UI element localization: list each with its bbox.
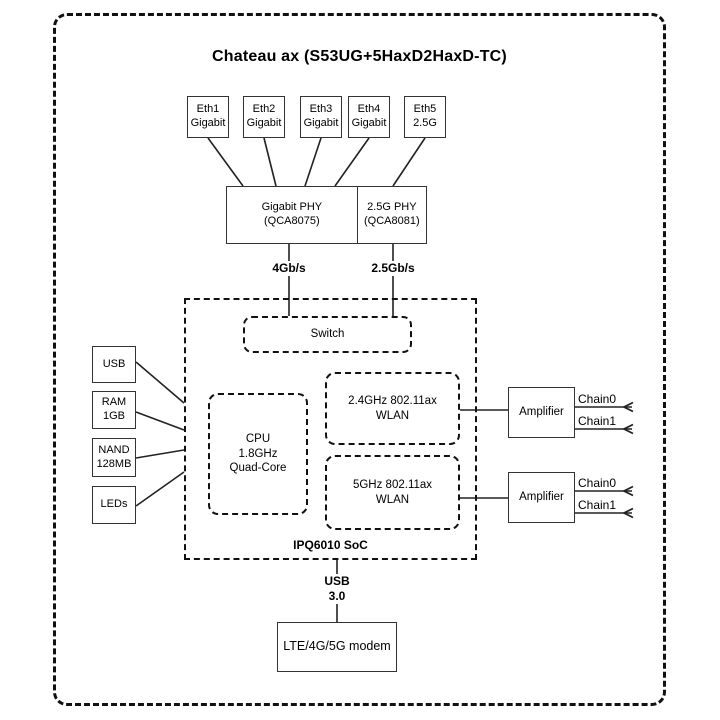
25g-phy-box: 2.5G PHY (QCA8081) xyxy=(356,187,426,243)
wire-eth4-phy xyxy=(334,137,370,187)
link-speed-4gbs: 4Gb/s xyxy=(269,261,309,276)
outer-dashed-border xyxy=(53,13,666,706)
antenna-arrow-icon xyxy=(621,507,634,519)
eth1-port-box: Eth1 Gigabit xyxy=(187,96,229,138)
usb-box: USB xyxy=(92,346,136,383)
switch-box: Switch xyxy=(243,316,412,353)
soc-name-label: IPQ6010 SoC xyxy=(293,538,368,552)
modem-box: LTE/4G/5G modem xyxy=(277,622,397,672)
eth2-port-box: Eth2 Gigabit xyxy=(243,96,285,138)
amplifier-2-box: Amplifier xyxy=(508,472,575,523)
antenna-arrow-icon xyxy=(621,485,634,497)
amp1-chain1-label: Chain1 xyxy=(577,414,618,429)
wlan-24ghz-box: 2.4GHz 802.11ax WLAN xyxy=(325,372,460,445)
link-speed-25gbs: 2.5Gb/s xyxy=(368,261,418,276)
amplifier-1-box: Amplifier xyxy=(508,387,575,438)
wlan-5ghz-box: 5GHz 802.11ax WLAN xyxy=(325,455,460,530)
amp2-chain0-label: Chain0 xyxy=(577,476,618,491)
wire-eth3-phy xyxy=(304,137,322,187)
eth4-port-box: Eth4 Gigabit xyxy=(348,96,390,138)
diagram-title: Chateau ax (S53UG+5HaxD2HaxD-TC) xyxy=(212,48,507,65)
wire-usb-soc xyxy=(135,361,185,404)
antenna-arrow-icon xyxy=(621,423,634,435)
eth5-port-box: Eth5 2.5G xyxy=(404,96,446,138)
usb3-bus-label: USB 3.0 xyxy=(321,574,353,604)
antenna-arrow-icon xyxy=(621,401,634,413)
leds-box: LEDs xyxy=(92,486,136,524)
wire-leds-soc xyxy=(135,471,185,507)
soc-box xyxy=(184,298,477,560)
wire-eth1-phy xyxy=(207,137,244,187)
wire-eth2-phy xyxy=(263,137,277,187)
amp2-chain1-label: Chain1 xyxy=(577,498,618,513)
wire-eth5-phy xyxy=(392,137,426,187)
eth3-port-box: Eth3 Gigabit xyxy=(300,96,342,138)
wire-nand-soc xyxy=(135,449,185,459)
amp1-chain0-label: Chain0 xyxy=(577,392,618,407)
ram-box: RAM 1GB xyxy=(92,391,136,429)
cpu-box: CPU 1.8GHz Quad-Core xyxy=(208,393,308,515)
phy-block: Gigabit PHY (QCA8075) 2.5G PHY (QCA8081) xyxy=(226,186,427,244)
wire-ram-soc xyxy=(135,411,185,431)
gigabit-phy-box: Gigabit PHY (QCA8075) xyxy=(261,201,323,227)
nand-box: NAND 128MB xyxy=(92,438,136,477)
